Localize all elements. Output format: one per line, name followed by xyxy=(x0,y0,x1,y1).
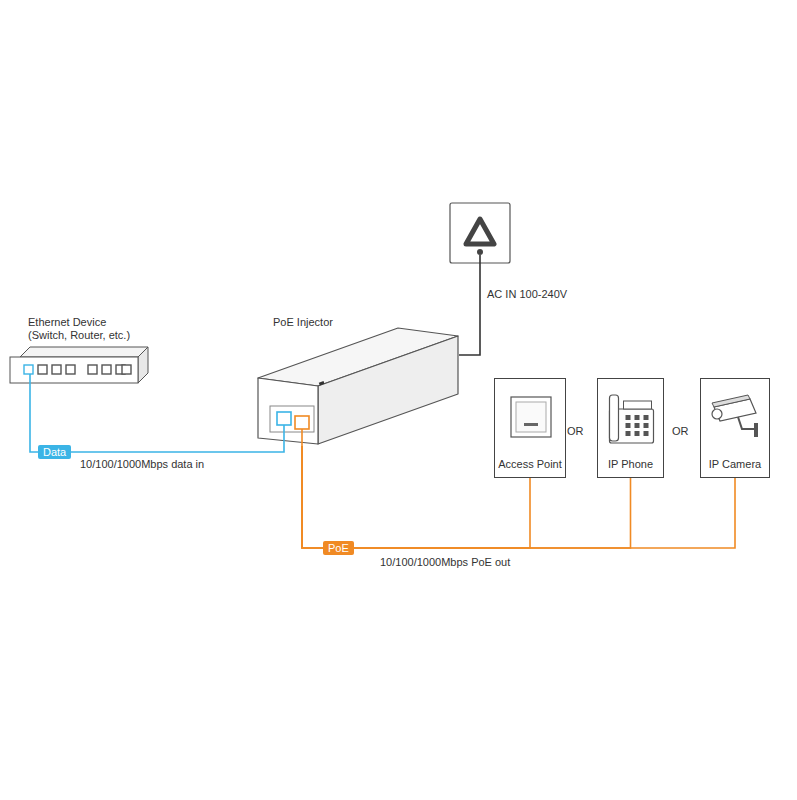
or-label: OR xyxy=(672,425,689,438)
phone-key xyxy=(644,415,649,420)
switch-port xyxy=(88,365,97,374)
ap-face xyxy=(516,402,546,432)
camera-bracket xyxy=(754,423,758,437)
ac-cord xyxy=(459,255,480,355)
phone-key xyxy=(635,415,640,420)
switch-top xyxy=(20,347,148,357)
port-panel xyxy=(270,406,314,432)
node-heading: Ethernet Device (Switch, Router, etc.) xyxy=(8,316,146,342)
cable-connector xyxy=(30,388,284,452)
speed-note: 10/100/1000Mbps PoE out xyxy=(380,556,510,569)
camera-mount xyxy=(738,417,754,429)
data-stub xyxy=(29,374,31,388)
plug-stem xyxy=(477,249,483,255)
phone-key xyxy=(626,415,631,420)
switch-port xyxy=(24,365,33,374)
switch-port xyxy=(52,365,61,374)
switch-side xyxy=(138,347,148,383)
phone-handset xyxy=(610,395,619,441)
phone-key xyxy=(626,431,631,436)
power-note: AC IN 100-240V xyxy=(487,288,567,301)
switch-port xyxy=(66,365,75,374)
phone-key xyxy=(644,431,649,436)
poe-port xyxy=(295,416,309,429)
injector-drawing xyxy=(255,316,465,446)
phone-key xyxy=(626,423,631,428)
ap-logo xyxy=(524,423,538,426)
phone-node: IP Phone xyxy=(597,378,664,478)
switch-node: Ethernet Device (Switch, Router, etc.) xyxy=(8,316,153,388)
phone-key xyxy=(635,431,640,436)
wall-outlet xyxy=(450,203,510,263)
switch-port xyxy=(38,365,47,374)
cable-connector xyxy=(302,446,631,548)
poe-stub xyxy=(301,429,303,446)
device-label: Access Point xyxy=(495,458,565,471)
injector-front xyxy=(258,378,318,444)
ap-node: Access Point xyxy=(494,378,566,478)
power-led xyxy=(319,381,325,386)
phone-key xyxy=(635,423,640,428)
camera-hood xyxy=(712,395,750,407)
edge-badge: PoE xyxy=(323,541,354,555)
phone-key xyxy=(644,423,649,428)
cable-connector xyxy=(302,446,735,548)
data-port xyxy=(277,412,291,425)
outlet-plug xyxy=(466,219,494,244)
or-label: OR xyxy=(567,425,584,438)
camera-lens xyxy=(712,409,722,419)
ap-body xyxy=(511,397,551,437)
camera-node: IP Camera xyxy=(700,378,770,478)
switch-port xyxy=(102,365,111,374)
speed-note: 10/100/1000Mbps data in xyxy=(80,458,204,471)
node-heading: PoE Injector xyxy=(255,316,465,329)
switch-port xyxy=(122,365,131,374)
injector-side xyxy=(318,336,458,444)
device-label: IP Phone xyxy=(598,458,663,471)
edge-badge: Data xyxy=(38,445,71,459)
injector-node: PoE Injector xyxy=(255,316,465,446)
data-stub xyxy=(283,425,285,446)
phone-display xyxy=(624,401,652,409)
device-label: IP Camera xyxy=(701,458,769,471)
